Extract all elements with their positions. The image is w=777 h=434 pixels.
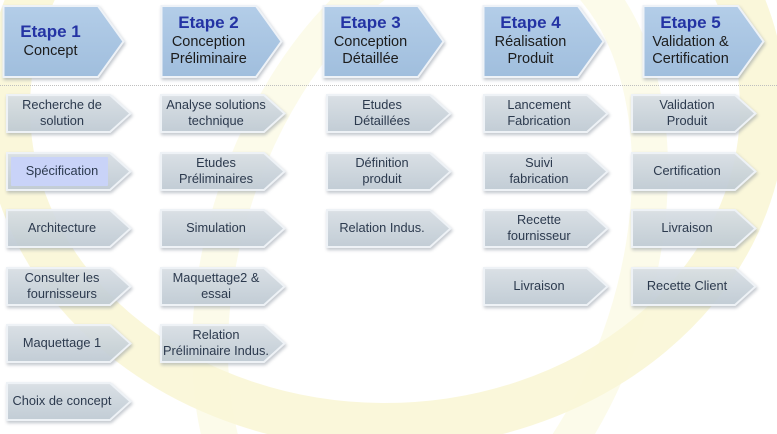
step-chevron-2-4[interactable]: Maquettage2 & essai (160, 267, 286, 306)
step-chevron-2-5[interactable]: Relation Préliminaire Indus. (160, 324, 286, 363)
step-chevron-2-3[interactable]: Simulation (160, 209, 286, 248)
step-chevron-3-1[interactable]: Etudes Détaillées (326, 94, 452, 133)
step-chevron-2-2[interactable]: Etudes Préliminaires (160, 152, 286, 191)
step-chevron-1-1[interactable]: Recherche de solution (6, 94, 132, 133)
step-chevron-1-6[interactable]: Choix de concept (6, 382, 132, 421)
step-chevron-5-4[interactable]: Recette Client (631, 267, 757, 306)
step-chevron-2-1[interactable]: Analyse solutions technique (160, 94, 286, 133)
step-chevron-3-3[interactable]: Relation Indus. (326, 209, 452, 248)
step-chevron-1-3[interactable]: Architecture (6, 209, 132, 248)
step-chevron-5-1[interactable]: Validation Produit (631, 94, 757, 133)
stage-separator-line (0, 85, 777, 86)
step-chevron-5-2[interactable]: Certification (631, 152, 757, 191)
step-chevron-1-5[interactable]: Maquettage 1 (6, 324, 132, 363)
step-chevron-5-3[interactable]: Livraison (631, 209, 757, 248)
step-chevron-4-3[interactable]: Recette fournisseur (483, 209, 609, 248)
step-chevron-1-2[interactable]: Spécification (6, 152, 132, 191)
step-chevron-4-2[interactable]: Suivi fabrication (483, 152, 609, 191)
step-chevron-4-1[interactable]: Lancement Fabrication (483, 94, 609, 133)
step-chevron-1-4[interactable]: Consulter les fournisseurs (6, 267, 132, 306)
step-chevron-4-4[interactable]: Livraison (483, 267, 609, 306)
step-chevron-3-2[interactable]: Définition produit (326, 152, 452, 191)
